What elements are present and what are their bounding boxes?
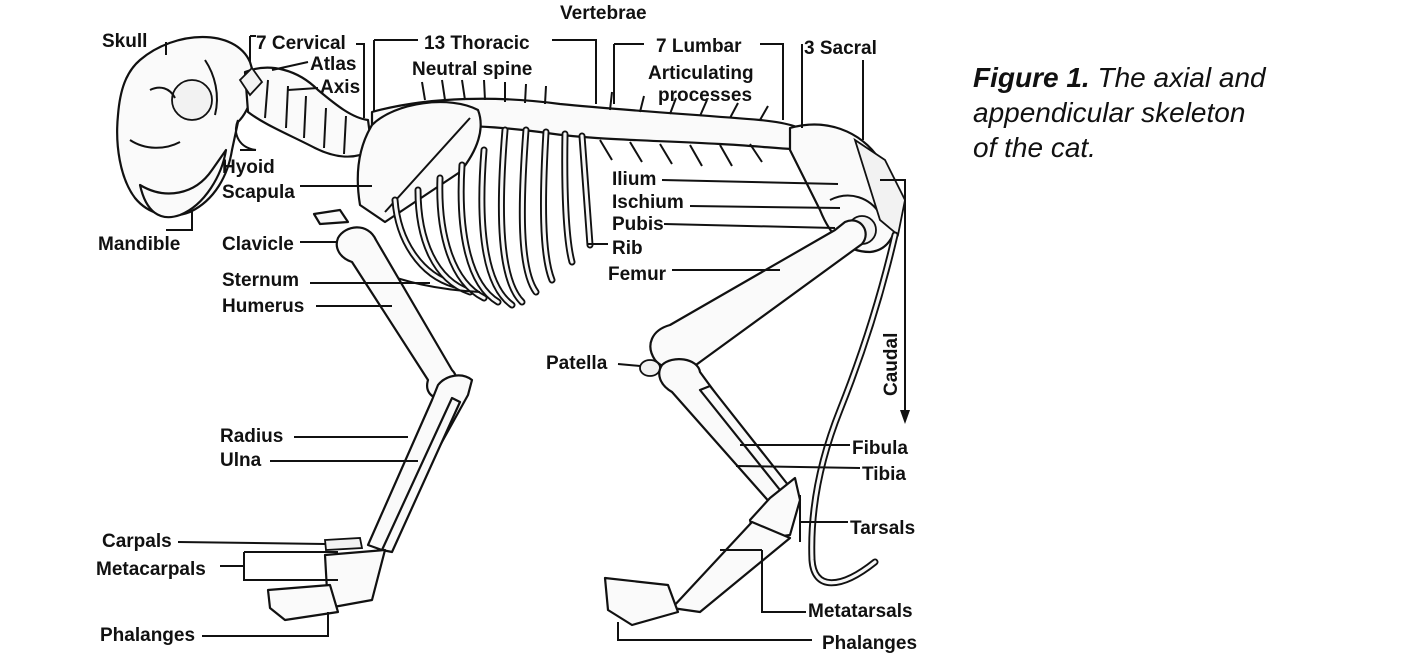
ulna-bone bbox=[380, 396, 462, 554]
label-tibia: Tibia bbox=[862, 464, 906, 485]
label-neutral-spine: Neutral spine bbox=[412, 59, 532, 80]
tibia-bone bbox=[658, 358, 792, 507]
label-phalanges-hind: Phalanges bbox=[822, 633, 917, 654]
label-caudal: Caudal bbox=[881, 333, 902, 396]
label-lumbar: 7 Lumbar bbox=[656, 36, 742, 57]
label-thoracic: 13 Thoracic bbox=[424, 33, 530, 54]
label-rib: Rib bbox=[612, 238, 643, 259]
label-axis: Axis bbox=[320, 77, 360, 98]
fibula-bone bbox=[698, 384, 798, 502]
label-femur: Femur bbox=[608, 264, 667, 285]
cervical-vertebrae-bones bbox=[238, 66, 374, 158]
label-metatarsals: Metatarsals bbox=[808, 601, 913, 622]
skull-bone bbox=[116, 35, 255, 219]
label-scapula: Scapula bbox=[222, 182, 295, 203]
label-fibula: Fibula bbox=[852, 438, 908, 459]
femur-bone bbox=[649, 219, 867, 371]
label-cervical: 7 Cervical bbox=[256, 33, 346, 54]
label-carpals: Carpals bbox=[102, 531, 172, 552]
humerus-bone bbox=[335, 226, 458, 400]
label-radius: Radius bbox=[220, 426, 283, 447]
sacral-bone bbox=[853, 137, 906, 237]
skeleton-drawing bbox=[116, 35, 906, 627]
label-clavicle: Clavicle bbox=[222, 234, 294, 255]
figure-caption: Figure 1. The axial and appendicular ske… bbox=[973, 60, 1273, 165]
label-pubis: Pubis bbox=[612, 214, 664, 235]
label-metacarpals: Metacarpals bbox=[96, 559, 206, 580]
carpals-bone bbox=[324, 537, 364, 551]
label-sacral: 3 Sacral bbox=[804, 38, 877, 59]
label-sternum: Sternum bbox=[222, 270, 299, 291]
label-tarsals: Tarsals bbox=[850, 518, 915, 539]
label-ilium: Ilium bbox=[612, 169, 656, 190]
spinal-column bbox=[370, 79, 817, 167]
front-phalanges bbox=[266, 583, 340, 622]
label-articulating: Articulating bbox=[648, 63, 754, 84]
label-skull: Skull bbox=[102, 31, 147, 52]
scapula-bone bbox=[356, 100, 482, 224]
hind-metatarsals bbox=[670, 520, 792, 614]
figure-caption-text: The axial and appendicular skeleton of t… bbox=[973, 62, 1266, 163]
leader-lines bbox=[165, 35, 910, 641]
tarsals-bone bbox=[748, 476, 802, 542]
label-vertebrae: Vertebrae bbox=[560, 3, 647, 24]
label-ischium: Ischium bbox=[612, 192, 684, 213]
patella-bone bbox=[639, 359, 661, 377]
label-humerus: Humerus bbox=[222, 296, 304, 317]
hyoid-bone bbox=[235, 119, 257, 151]
labels: Vertebrae Skull 7 Cervical Atlas Axis 13… bbox=[96, 3, 917, 654]
label-ulna: Ulna bbox=[220, 450, 262, 471]
label-hyoid: Hyoid bbox=[222, 157, 275, 178]
hind-phalanges bbox=[603, 576, 680, 627]
label-mandible: Mandible bbox=[98, 234, 180, 255]
label-atlas: Atlas bbox=[310, 54, 356, 75]
figure-label: Figure 1. bbox=[973, 62, 1090, 93]
label-processes: processes bbox=[658, 85, 752, 106]
label-patella: Patella bbox=[546, 353, 608, 374]
clavicle-bone bbox=[312, 208, 350, 226]
label-phalanges-front: Phalanges bbox=[100, 625, 195, 646]
